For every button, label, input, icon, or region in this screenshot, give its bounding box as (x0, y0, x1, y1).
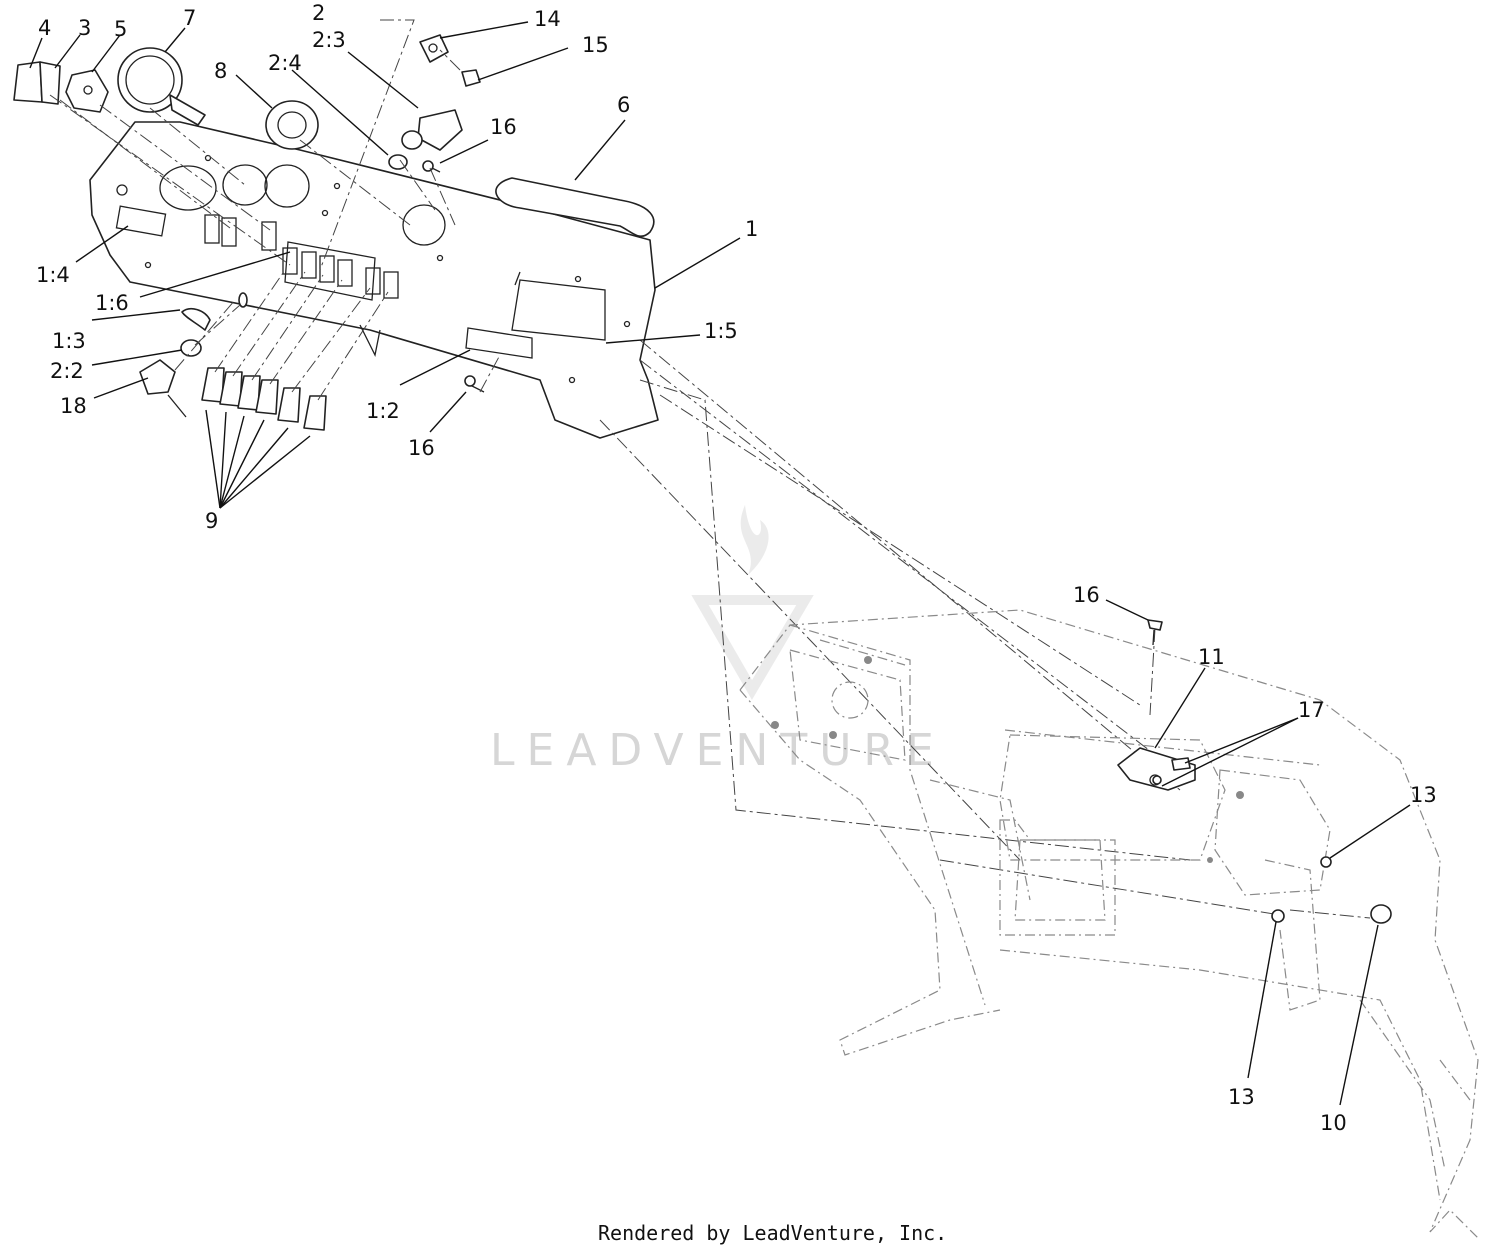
callout-2-2: 2:2 (50, 359, 84, 383)
callout-1-5: 1:5 (704, 319, 738, 343)
callout-7: 7 (183, 6, 196, 30)
explode-lines (49, 19, 1371, 919)
callout-4: 4 (38, 16, 51, 40)
callout-11: 11 (1198, 645, 1225, 669)
gauge-bezel-8 (265, 100, 319, 150)
callout-1-2: 1:2 (366, 399, 400, 423)
callout-1-6: 1:6 (95, 291, 129, 315)
screw-16-frame (1147, 619, 1163, 646)
ignition-switch-2-3 (401, 109, 463, 151)
grab-handle (495, 177, 655, 237)
callout-16-frame: 16 (1073, 583, 1100, 607)
switch-slot-icon (204, 214, 220, 244)
callout-14: 14 (534, 7, 561, 31)
key-switch-18 (139, 292, 248, 418)
decal-1-5 (511, 279, 606, 341)
callout-17: 17 (1298, 698, 1325, 722)
callout-3: 3 (78, 16, 91, 40)
hour-meter-1-3 (181, 308, 211, 331)
callout-9: 9 (205, 509, 218, 533)
callout-18: 18 (60, 394, 87, 418)
fitting-14 (419, 34, 449, 63)
callout-2: 2 (312, 1, 325, 25)
callout-2-4: 2:4 (268, 51, 302, 75)
panel-cutout-icon (159, 165, 217, 211)
leader-lines (29, 21, 1411, 1106)
callout-1-3: 1:3 (52, 329, 86, 353)
o-ring-2-4 (388, 154, 408, 170)
nut-13-upper (1320, 856, 1332, 868)
callout-13-upper: 13 (1410, 783, 1437, 807)
footer-credit: Rendered by LeadVenture, Inc. (598, 1221, 947, 1245)
fitting-15 (461, 69, 481, 87)
screw-16-lower (464, 375, 485, 393)
decal-1-2 (465, 327, 533, 359)
fasteners-17 (1152, 757, 1191, 785)
console-frame (739, 609, 1481, 1241)
switch-5 (65, 69, 109, 113)
callout-8: 8 (214, 59, 227, 83)
callout-10: 10 (1320, 1111, 1347, 1135)
callout-6: 6 (617, 93, 630, 117)
callout-16-top: 16 (490, 115, 517, 139)
gauge-7 (117, 47, 206, 126)
callout-13-lower: 13 (1228, 1085, 1255, 1109)
watermark-text: LEADVENTURE (490, 725, 946, 776)
dash-panel (89, 121, 659, 439)
callout-1: 1 (745, 217, 758, 241)
watermark-logo-icon (691, 505, 814, 700)
nut-13-lower (1271, 909, 1285, 923)
callout-15: 15 (582, 33, 609, 57)
cap-10 (1370, 904, 1392, 924)
callout-5: 5 (114, 17, 127, 41)
callout-2-3: 2:3 (312, 28, 346, 52)
callout-1-4: 1:4 (36, 263, 70, 287)
callout-16-lower: 16 (408, 436, 435, 460)
